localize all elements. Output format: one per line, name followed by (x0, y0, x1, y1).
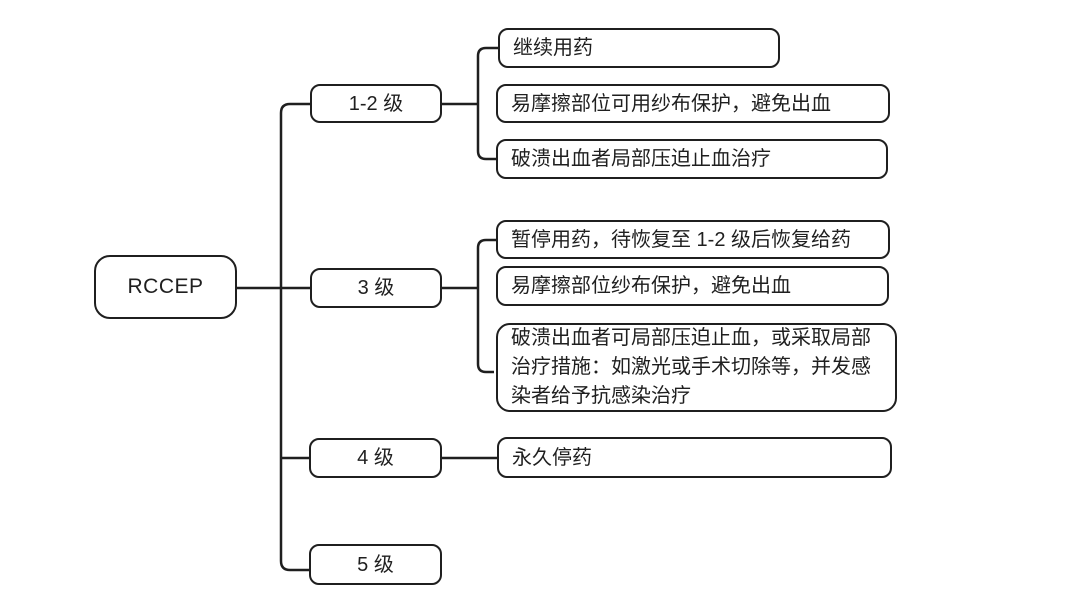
action-node-permanent-discontinuation: 永久停药 (497, 437, 892, 478)
action-node-gauze-protection-2: 易摩擦部位纱布保护，避免出血 (496, 266, 889, 306)
action-node-compression-hemostasis: 破溃出血者局部压迫止血治疗 (496, 139, 888, 179)
node-grade-3: 3 级 (310, 268, 442, 308)
node-grade-5: 5 级 (309, 544, 442, 585)
action-node-pause-medication: 暂停用药，待恢复至 1-2 级后恢复给药 (496, 220, 890, 259)
node-grade-1-2: 1-2 级 (310, 84, 442, 123)
action-node-gauze-protection: 易摩擦部位可用纱布保护，避免出血 (496, 84, 890, 123)
node-rccep: RCCEP (94, 255, 237, 319)
grade3-child-trunk (476, 238, 496, 374)
action-node-local-treatment: 破溃出血者可局部压迫止血，或采取局部治疗措施：如激光或手术切除等，并发感染者给予… (496, 323, 897, 412)
grade12-child-trunk (476, 46, 498, 161)
node-grade-4: 4 级 (309, 438, 442, 478)
main-trunk-line (279, 102, 310, 572)
action-node-continue-medication: 继续用药 (498, 28, 780, 68)
